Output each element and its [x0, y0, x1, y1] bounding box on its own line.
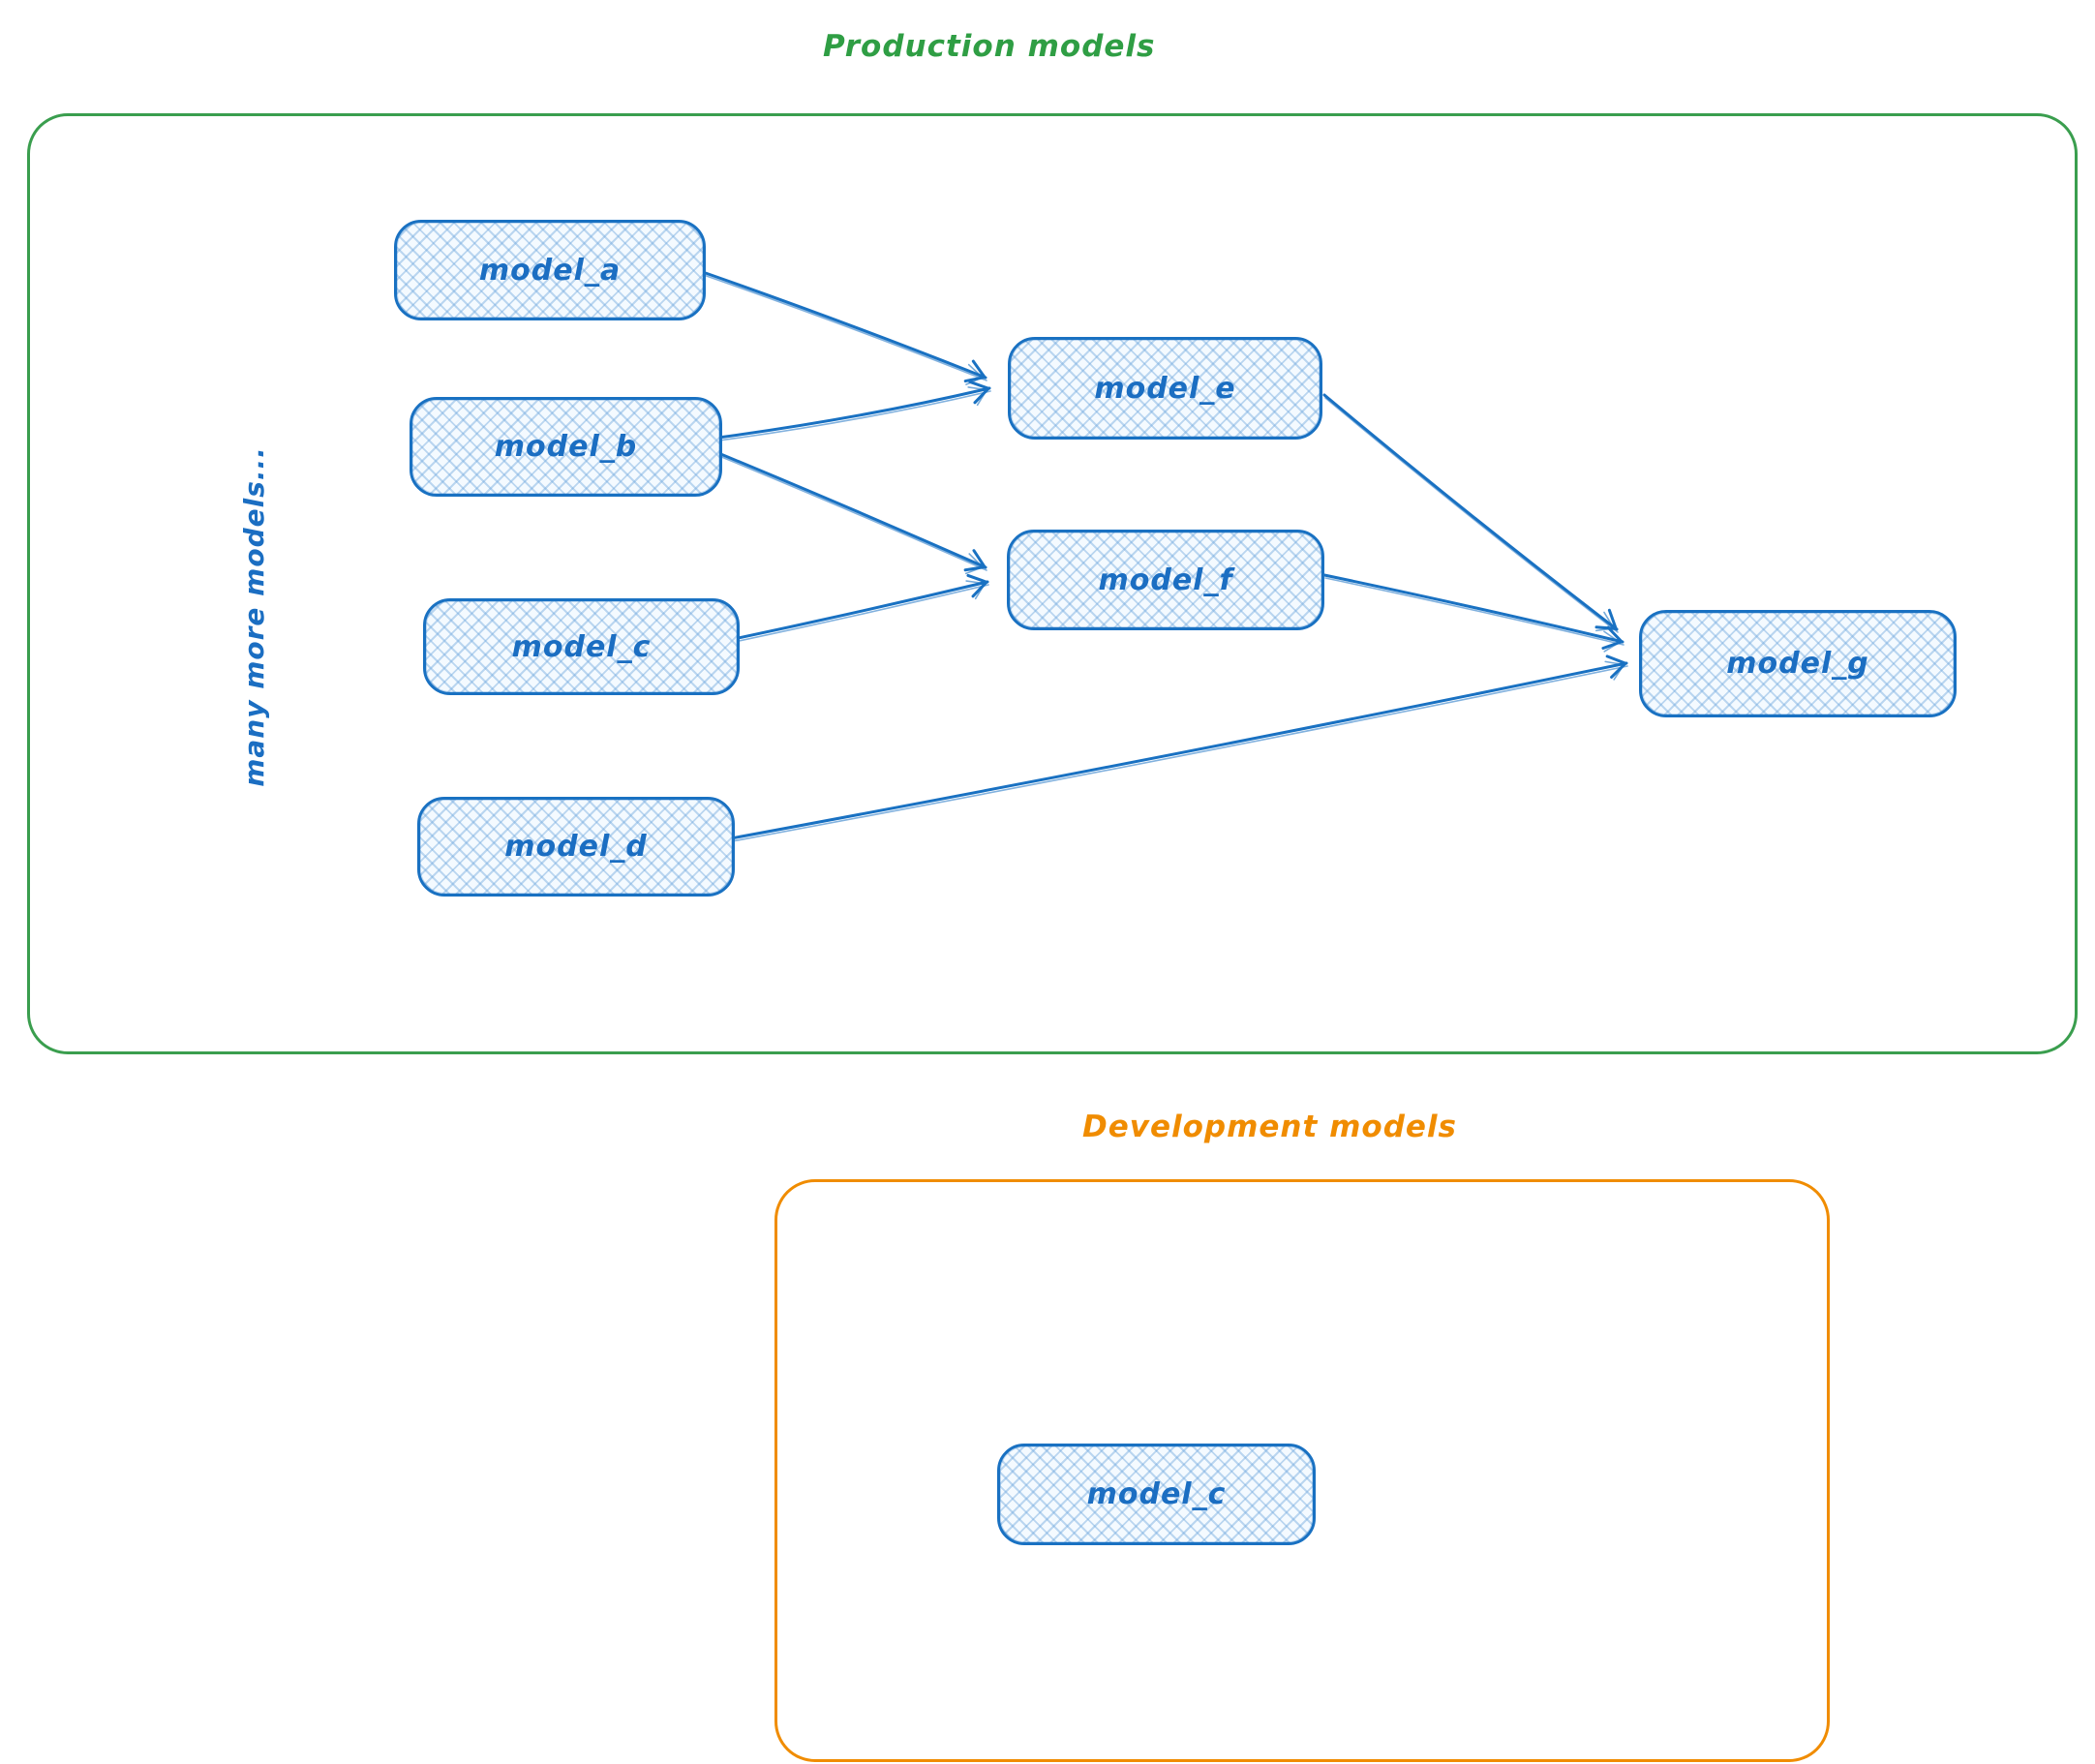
node-model-e-label: model_e [1094, 371, 1236, 406]
node-model-a: model_a [394, 220, 706, 320]
production-group-title: Production models [823, 29, 1156, 64]
node-model-f-label: model_f [1098, 563, 1233, 597]
node-model-f: model_f [1007, 530, 1324, 630]
node-model-c-label: model_c [511, 629, 652, 664]
node-model-g-label: model_g [1726, 647, 1869, 681]
production-group-frame [27, 113, 2078, 1054]
development-group-frame [774, 1179, 1830, 1762]
node-model-e: model_e [1008, 337, 1322, 440]
node-model-g: model_g [1639, 610, 1957, 717]
node-dev-model-c-label: model_c [1086, 1477, 1227, 1511]
node-dev-model-c: model_c [997, 1444, 1316, 1545]
development-group-title: Development models [1082, 1110, 1458, 1144]
node-model-d-label: model_d [504, 830, 648, 864]
node-model-c: model_c [423, 598, 740, 695]
node-model-a-label: model_a [478, 253, 622, 288]
node-model-d: model_d [417, 797, 735, 897]
many-more-models-note: many more models... [237, 446, 270, 787]
node-model-b-label: model_b [494, 430, 638, 464]
node-model-b: model_b [410, 397, 722, 497]
